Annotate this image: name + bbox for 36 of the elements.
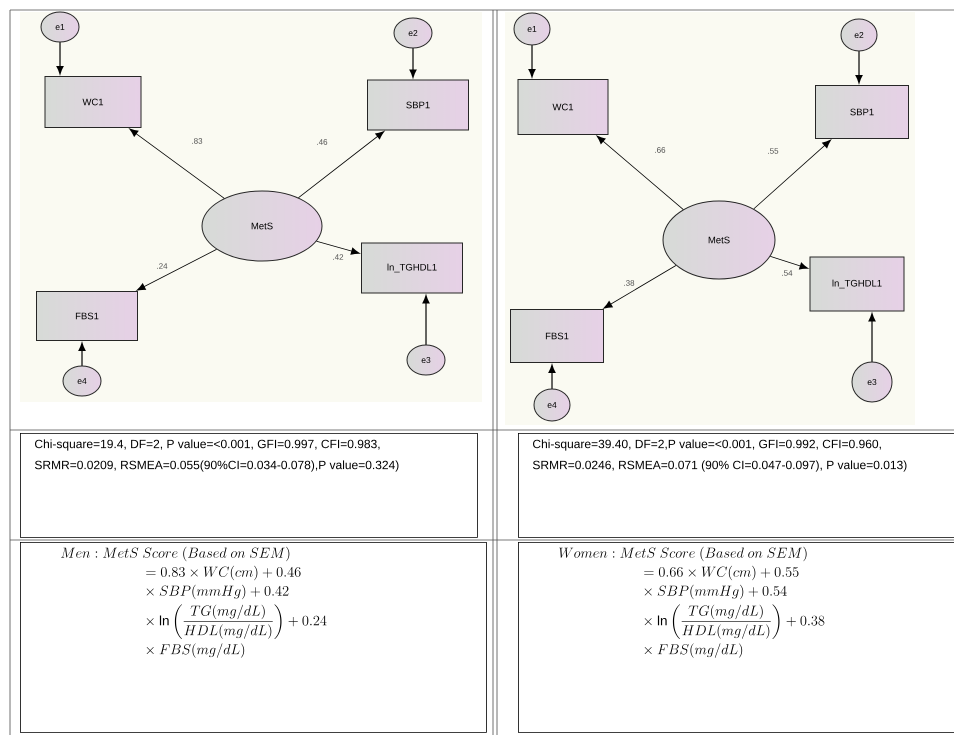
edge-label: .46	[315, 138, 329, 146]
formula-box: $\begin{aligned}&Men: MetS\ Score\ (Based\ on\ SEM)\\&\qquad\qquad\qquad= 0.83\times WC(cm)+0.46\\&\qquad\qquad\qquad\times SBP(mmHg)+0.42\\&\qquad\qquad\qquad\times\ln\left(\frac{TG(mg/dL)}{HDL(mg/dL)}\right)+0.24\\&\qquad\qquad\qquad\times FBS(mg/dL)\end{aligned}$	[20, 542, 487, 733]
arrow	[316, 240, 360, 255]
variable-box: WC1	[44, 76, 142, 128]
arrow	[129, 128, 225, 199]
arrow	[136, 249, 217, 291]
arrow	[548, 364, 556, 388]
arrow	[422, 295, 430, 344]
fit-statistics-box: Chi-square=19.4, DF=2, P value=<0.001, GFI=0.997, CFI=0.983, SRMR=0.0209, RSMEA=0.055(90%CI=0.034-0.078),P value=0.324)	[20, 433, 478, 538]
edge-label: .38	[622, 279, 636, 287]
arrow	[855, 52, 863, 84]
arrow	[298, 131, 384, 198]
arrow	[868, 313, 876, 362]
edge-label: .54	[780, 269, 794, 277]
fit-statistics-box: Chi-square=39.40, DF=2,P value=<0.001, GFI=0.992, CFI=0.960, SRMR=0.0246, RSMEA=0.071 (90% CI=0.047-0.097), P value=0.013)	[518, 433, 954, 538]
variable-box: WC1	[518, 79, 608, 135]
arrow	[603, 265, 676, 309]
variable-box: SBP1	[815, 85, 909, 139]
variable-box: FBS1	[510, 309, 604, 363]
variable-box: ln_TGHDL1	[810, 256, 904, 312]
edge-label: .42	[331, 253, 345, 261]
arrow	[770, 256, 808, 270]
edge-label: .24	[155, 262, 169, 270]
formula-box: $\begin{aligned}&Women: MetS\ Score\ (Based\ on\ SEM)\\&\qquad\qquad\qquad= 0.66\times WC(cm)+0.55\\&\qquad\qquad\qquad\times SBP(mmHg)+0.54\\&\qquad\qquad\qquad\times\ln\left(\frac{TG(mg/dL)}{HDL(mg/dL)}\right)+0.38\\&\qquad\qquad\qquad\times FBS(mg/dL)\end{aligned}$	[518, 542, 954, 733]
arrow	[528, 46, 536, 78]
variable-box: SBP1	[367, 80, 469, 130]
edge-label: .66	[653, 146, 667, 154]
arrow	[56, 42, 64, 74]
arrow	[78, 342, 86, 366]
arrow	[753, 140, 832, 210]
variable-box: ln_TGHDL1	[361, 242, 463, 294]
arrow	[409, 48, 417, 78]
arrow	[596, 136, 684, 210]
edge-label: .83	[190, 137, 204, 145]
edge-label: .55	[766, 147, 780, 155]
variable-box: FBS1	[36, 291, 138, 341]
